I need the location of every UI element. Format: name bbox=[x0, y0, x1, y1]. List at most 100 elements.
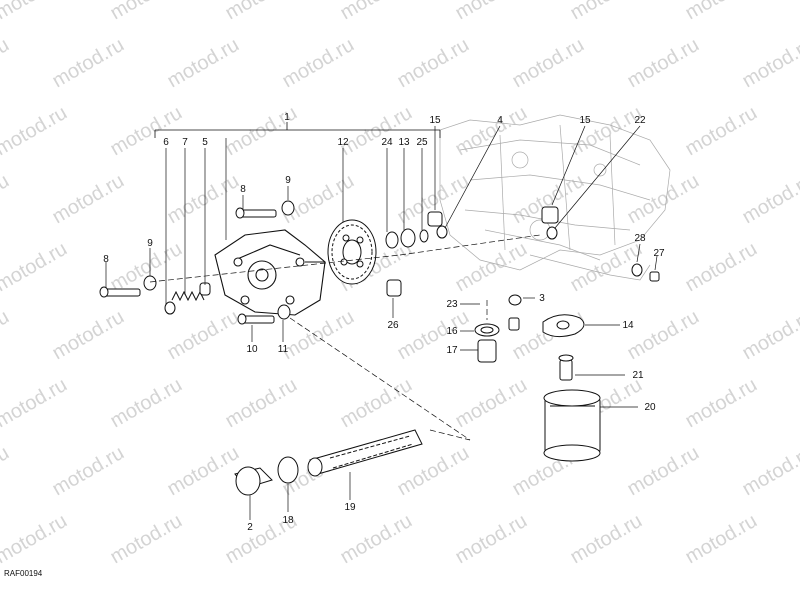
crankcase-outline bbox=[439, 114, 671, 281]
bushings-rings bbox=[385, 206, 660, 297]
watermark-text: motod.ru bbox=[452, 0, 531, 24]
callout-12: 12 bbox=[337, 137, 349, 148]
callout-8-left: 8 bbox=[103, 254, 109, 265]
watermark-text: motod.ru bbox=[0, 238, 71, 297]
watermark-text: motod.ru bbox=[682, 374, 761, 433]
callout-13: 13 bbox=[398, 137, 410, 148]
watermark-text: motod.ru bbox=[107, 0, 186, 24]
watermark-text: motod.ru bbox=[797, 102, 800, 161]
callout-28: 28 bbox=[634, 233, 646, 244]
callout-6: 6 bbox=[163, 137, 169, 148]
watermark-text: motod.ru bbox=[797, 510, 800, 569]
watermark-text: motod.ru bbox=[0, 170, 13, 229]
callout-24: 24 bbox=[381, 137, 393, 148]
watermark-text: motod.ru bbox=[682, 0, 761, 24]
watermark-text: motod.ru bbox=[49, 170, 128, 229]
watermark-text: motod.ru bbox=[509, 34, 588, 93]
oil-pump-body bbox=[214, 229, 326, 316]
callout-4: 4 bbox=[497, 115, 503, 126]
watermark-text: motod.ru bbox=[279, 34, 358, 93]
watermark-text: motod.ru bbox=[49, 306, 128, 365]
watermark-text: motod.ru bbox=[222, 102, 301, 161]
watermark-text: motod.ru bbox=[164, 170, 243, 229]
watermark-text: motod.ru bbox=[452, 102, 531, 161]
watermark-text: motod.ru bbox=[567, 0, 646, 24]
watermark-text: motod.ru bbox=[164, 34, 243, 93]
watermark-text: motod.ru bbox=[337, 510, 416, 569]
watermark-text: motod.ru bbox=[107, 374, 186, 433]
callout-labels: 1 6 7 5 12 24 13 25 15 4 15 22 8 9 9 8 1… bbox=[103, 112, 665, 533]
watermark-text: motod.ru bbox=[107, 102, 186, 161]
callout-9-left: 9 bbox=[147, 238, 153, 249]
callout-5: 5 bbox=[202, 137, 208, 148]
watermark-text: motod.ru bbox=[337, 374, 416, 433]
watermark-text: motod.ru bbox=[624, 34, 703, 93]
callout-8-top: 8 bbox=[240, 184, 246, 195]
watermark-text: motod.ru bbox=[0, 442, 13, 501]
callout-7: 7 bbox=[182, 137, 188, 148]
watermark-text: motod.ru bbox=[452, 510, 531, 569]
watermark-text: motod.ru bbox=[452, 374, 531, 433]
callout-2: 2 bbox=[247, 522, 253, 533]
watermark-text: motod.ru bbox=[682, 238, 761, 297]
watermark-text: motod.ru bbox=[797, 374, 800, 433]
callout-10: 10 bbox=[246, 344, 258, 355]
callout-15-right: 15 bbox=[579, 115, 591, 126]
oil-strainer bbox=[234, 429, 423, 496]
callout-23: 23 bbox=[446, 299, 458, 310]
watermark-text: motod.ru bbox=[567, 510, 646, 569]
watermark-text: motod.ru bbox=[624, 442, 703, 501]
watermark-text: motod.ru bbox=[739, 306, 800, 365]
callout-3: 3 bbox=[539, 293, 545, 304]
watermark-text: motod.ru bbox=[394, 442, 473, 501]
pump-gear bbox=[327, 219, 377, 285]
watermark-text: motod.ru bbox=[797, 0, 800, 24]
filter-assembly bbox=[474, 294, 601, 462]
watermark-text: motod.ru bbox=[739, 170, 800, 229]
callout-18: 18 bbox=[282, 515, 294, 526]
callout-25: 25 bbox=[416, 137, 428, 148]
callout-15-left: 15 bbox=[429, 115, 441, 126]
watermark-text: motod.ru bbox=[0, 374, 71, 433]
watermark-text: motod.ru bbox=[222, 0, 301, 24]
callout-14: 14 bbox=[622, 320, 634, 331]
callout-20: 20 bbox=[644, 402, 656, 413]
watermark-text: motod.ru bbox=[0, 102, 71, 161]
callout-27: 27 bbox=[653, 248, 665, 259]
watermark-text: motod.ru bbox=[164, 442, 243, 501]
callout-17: 17 bbox=[446, 345, 458, 356]
leader-lines bbox=[105, 125, 658, 520]
watermark-text: motod.ru bbox=[624, 306, 703, 365]
callout-9-top: 9 bbox=[285, 175, 291, 186]
assembly-bracket bbox=[154, 122, 441, 138]
watermark-text: motod.ru bbox=[682, 510, 761, 569]
watermark-text: motod.ru bbox=[739, 442, 800, 501]
watermark-text: motod.ru bbox=[0, 34, 13, 93]
watermark-text: motod.ru bbox=[49, 34, 128, 93]
watermark-text: motod.ru bbox=[394, 34, 473, 93]
watermark-text: motod.ru bbox=[0, 0, 71, 24]
drawing-code: RAF00194 bbox=[4, 569, 43, 578]
callout-26: 26 bbox=[387, 320, 399, 331]
watermark-text: motod.ru bbox=[49, 442, 128, 501]
bolts-washers bbox=[99, 200, 295, 325]
watermark-text: motod.ru bbox=[337, 0, 416, 24]
callout-21: 21 bbox=[632, 370, 644, 381]
watermark-text: motod.ru bbox=[222, 374, 301, 433]
callout-11: 11 bbox=[278, 344, 289, 355]
callout-19: 19 bbox=[344, 502, 356, 513]
watermark-text: motod.ru bbox=[739, 34, 800, 93]
watermark-text: motod.ru bbox=[0, 510, 71, 569]
callout-22: 22 bbox=[634, 115, 646, 126]
watermark-text: motod.ru bbox=[624, 170, 703, 229]
callout-16: 16 bbox=[446, 326, 458, 337]
watermark-text: motod.ru bbox=[797, 238, 800, 297]
watermark-text: motod.ru bbox=[394, 306, 473, 365]
callout-1: 1 bbox=[284, 112, 290, 123]
watermark-text: motod.ru bbox=[164, 306, 243, 365]
alignment-lines bbox=[149, 234, 541, 441]
watermark-text: motod.ru bbox=[107, 510, 186, 569]
watermark-text: motod.ru bbox=[682, 102, 761, 161]
